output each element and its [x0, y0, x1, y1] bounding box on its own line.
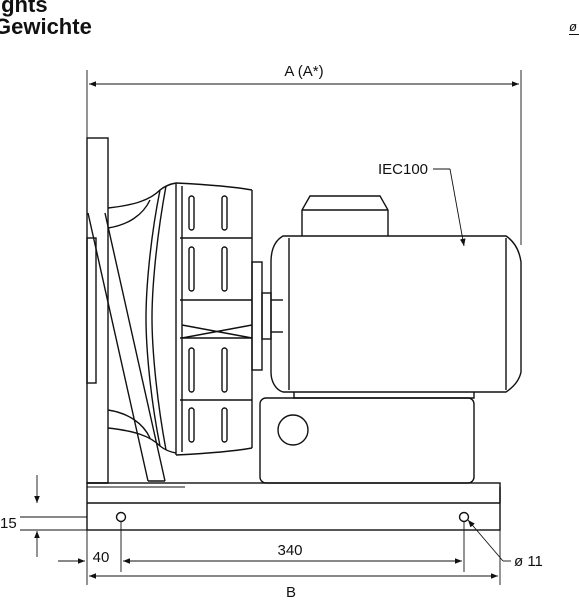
motor-body: [270, 235, 522, 399]
inlet-flange: [86, 137, 109, 484]
label-edge-offset: 40: [93, 549, 110, 566]
title-line-german: Gewichte: [0, 14, 92, 39]
label-motor-size: IEC100: [378, 161, 428, 178]
mounting-hole-left: [115, 511, 127, 523]
shaft-hub: [251, 261, 283, 371]
motor-pedestal: [259, 397, 475, 484]
section-title: ights Gewichte: [0, 0, 150, 38]
label-overall-length: A (A*): [284, 63, 323, 80]
dimension-overall-length: [86, 70, 522, 245]
dimension-hole-positions: [58, 522, 465, 585]
corner-diameter-mark: ø: [569, 20, 579, 35]
label-hole-diameter: ø 11: [514, 553, 543, 570]
support-strut: [87, 212, 166, 482]
impeller: [175, 182, 253, 456]
label-hole-spacing: 340: [277, 542, 302, 559]
label-base-length: B: [286, 584, 296, 601]
motor-label-leader: [433, 168, 466, 247]
label-foot-height: 15: [0, 515, 17, 532]
dimension-foot-height: [20, 475, 87, 557]
base-plate: [86, 482, 501, 531]
inlet-cone: [107, 182, 177, 454]
hole-diameter-leader: [467, 519, 511, 562]
title-line-english: ights: [0, 0, 48, 17]
mounting-hole-right: [458, 511, 470, 523]
terminal-box: [301, 195, 389, 236]
